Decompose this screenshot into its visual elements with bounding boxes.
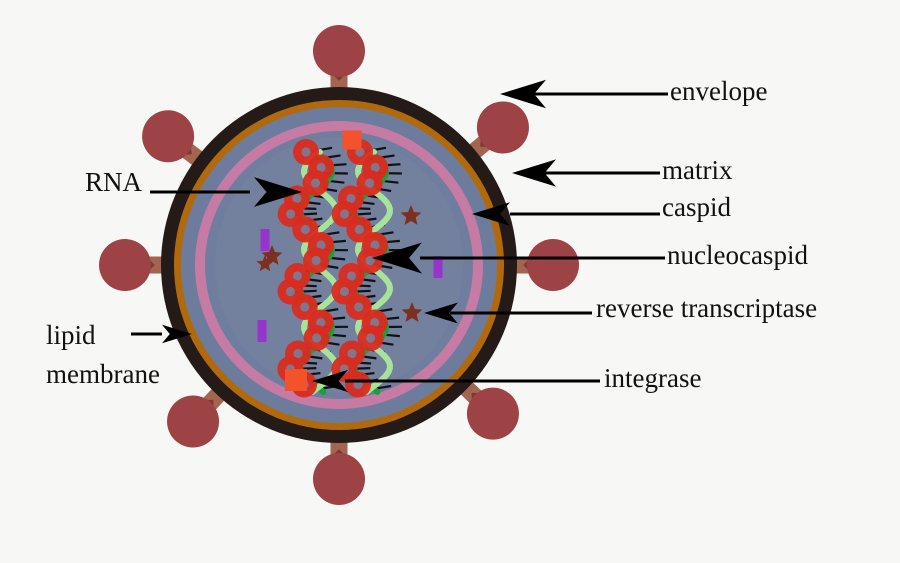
inner-proteins-group — [256, 130, 443, 391]
capsid-protein-bead — [291, 294, 318, 320]
integrase-square — [285, 369, 307, 391]
label-lipid: lipid — [46, 320, 96, 350]
leader-reverse-transcriptase — [424, 302, 592, 324]
leader-lipid-membrane — [131, 324, 192, 344]
leader-caspid — [472, 202, 660, 226]
reverse-transcriptase-star — [401, 302, 423, 322]
reverse-transcriptase-star — [256, 255, 274, 272]
spike-head — [466, 387, 519, 440]
label-rna: RNA — [85, 167, 143, 197]
arrowhead — [372, 242, 422, 274]
label-caspid: caspid — [662, 192, 731, 222]
arrowhead — [424, 302, 458, 324]
capsid-protein-bead — [357, 247, 384, 274]
integrase-square — [342, 130, 362, 150]
core-interior — [215, 137, 463, 393]
arrowhead — [472, 202, 510, 226]
capsid-protein-bead — [303, 247, 330, 274]
leader-nucleocaspid — [372, 242, 665, 274]
label-membrane: membrane — [46, 359, 160, 389]
protein-bar — [433, 256, 443, 278]
arrowhead — [162, 324, 192, 344]
arrowhead — [254, 177, 302, 207]
spike-head — [167, 395, 220, 448]
protein-bar — [260, 229, 270, 251]
capsid-protein-bead — [303, 325, 330, 351]
leader-lines-group — [131, 79, 668, 393]
reverse-transcriptase-star — [400, 205, 422, 225]
strand-right — [331, 139, 402, 398]
capsid-protein-bead — [302, 170, 329, 196]
label-reverse-transcriptase: reverse transcriptase — [596, 293, 817, 323]
capsid-protein-bead — [345, 371, 372, 398]
capsid-protein-bead — [345, 294, 372, 320]
leader-integrase — [312, 369, 600, 393]
spike-bottom — [313, 429, 365, 505]
capsid-protein-bead — [357, 325, 384, 351]
spike-head — [476, 101, 529, 154]
spike-head — [142, 110, 195, 163]
arrowhead — [512, 159, 556, 187]
spike-head — [99, 239, 151, 291]
label-nucleocaspid: nucleocaspid — [667, 240, 808, 270]
label-envelope: envelope — [670, 76, 767, 106]
arrowhead — [500, 79, 546, 109]
leader-matrix — [512, 159, 660, 187]
leader-envelope — [500, 79, 668, 109]
capsid-protein-bead — [356, 170, 383, 196]
label-integrase: integrase — [604, 363, 701, 393]
protein-bar — [257, 320, 267, 342]
spike-head — [313, 25, 365, 77]
leader-rna — [150, 177, 302, 207]
virion-envelope-group — [161, 87, 517, 443]
spike-head — [313, 453, 365, 505]
spike-head — [527, 239, 579, 291]
arrowhead — [312, 369, 348, 393]
labels-group: envelope matrix caspid nucleocaspid reverse … — [46, 76, 817, 393]
label-matrix: matrix — [662, 155, 733, 185]
